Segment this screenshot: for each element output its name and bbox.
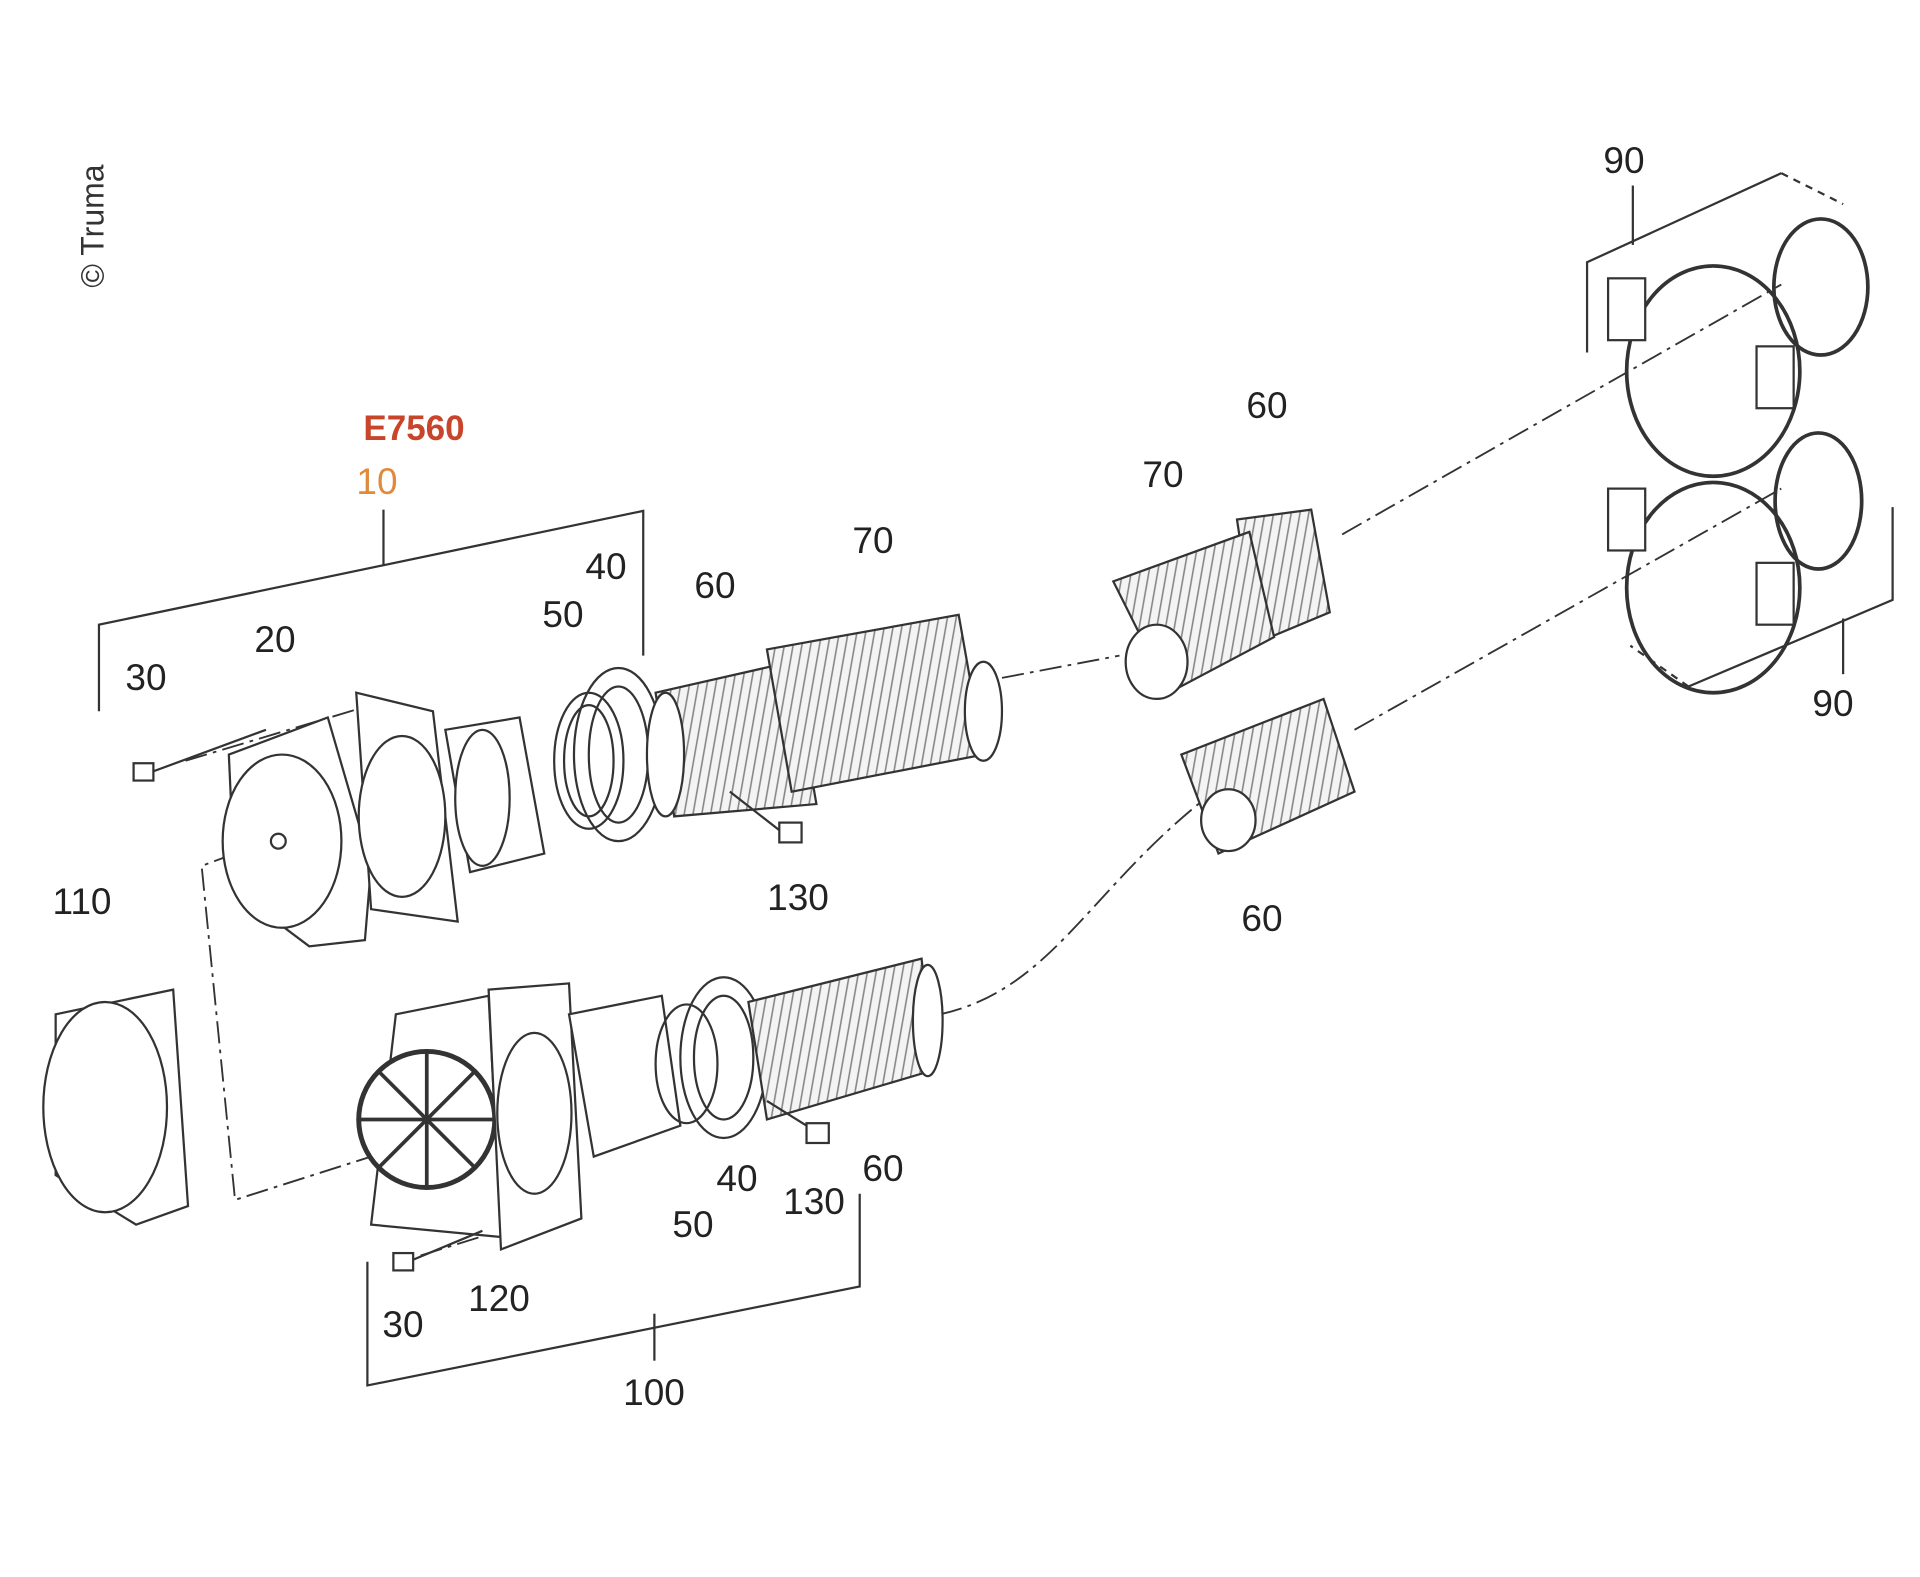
bracket-90-top bbox=[1585, 172, 1782, 353]
part-label-60: 60 bbox=[1246, 385, 1288, 426]
assembly-position: 10 bbox=[356, 461, 398, 502]
part-label-90: 90 bbox=[1603, 140, 1645, 181]
assembly-code[interactable]: E7560 bbox=[363, 409, 465, 448]
part-label-30: 30 bbox=[382, 1304, 424, 1345]
clamp-90-top bbox=[1624, 264, 1802, 479]
part-label-40: 40 bbox=[585, 546, 627, 587]
part-label-50: 50 bbox=[672, 1204, 714, 1245]
copyright-text: © Truma bbox=[74, 164, 111, 288]
part-label-60: 60 bbox=[862, 1148, 904, 1189]
part-label-120: 120 bbox=[468, 1278, 530, 1319]
part-label-70: 70 bbox=[1142, 454, 1184, 495]
part-label-100: 100 bbox=[623, 1372, 685, 1413]
part-label-70: 70 bbox=[852, 520, 894, 561]
part-label-40: 40 bbox=[716, 1158, 758, 1199]
part-label-60: 60 bbox=[1241, 898, 1283, 939]
part-label-90: 90 bbox=[1812, 683, 1854, 724]
ring-50-upper bbox=[553, 691, 625, 830]
bracket-10 bbox=[97, 509, 645, 712]
bracket-90-right bbox=[1688, 507, 1894, 688]
cap-110 bbox=[42, 1000, 169, 1214]
part-label-20: 20 bbox=[254, 619, 296, 660]
part-label-60: 60 bbox=[694, 565, 736, 606]
part-label-110: 110 bbox=[52, 881, 112, 922]
bracket-100 bbox=[366, 1193, 861, 1387]
part-label-50: 50 bbox=[542, 594, 584, 635]
clamp-90-bottom bbox=[1624, 480, 1802, 695]
part-label-30: 30 bbox=[125, 657, 167, 698]
ring-50-lower bbox=[654, 1003, 719, 1125]
part-label-130: 130 bbox=[783, 1181, 845, 1222]
part-label-130: 130 bbox=[767, 877, 829, 918]
